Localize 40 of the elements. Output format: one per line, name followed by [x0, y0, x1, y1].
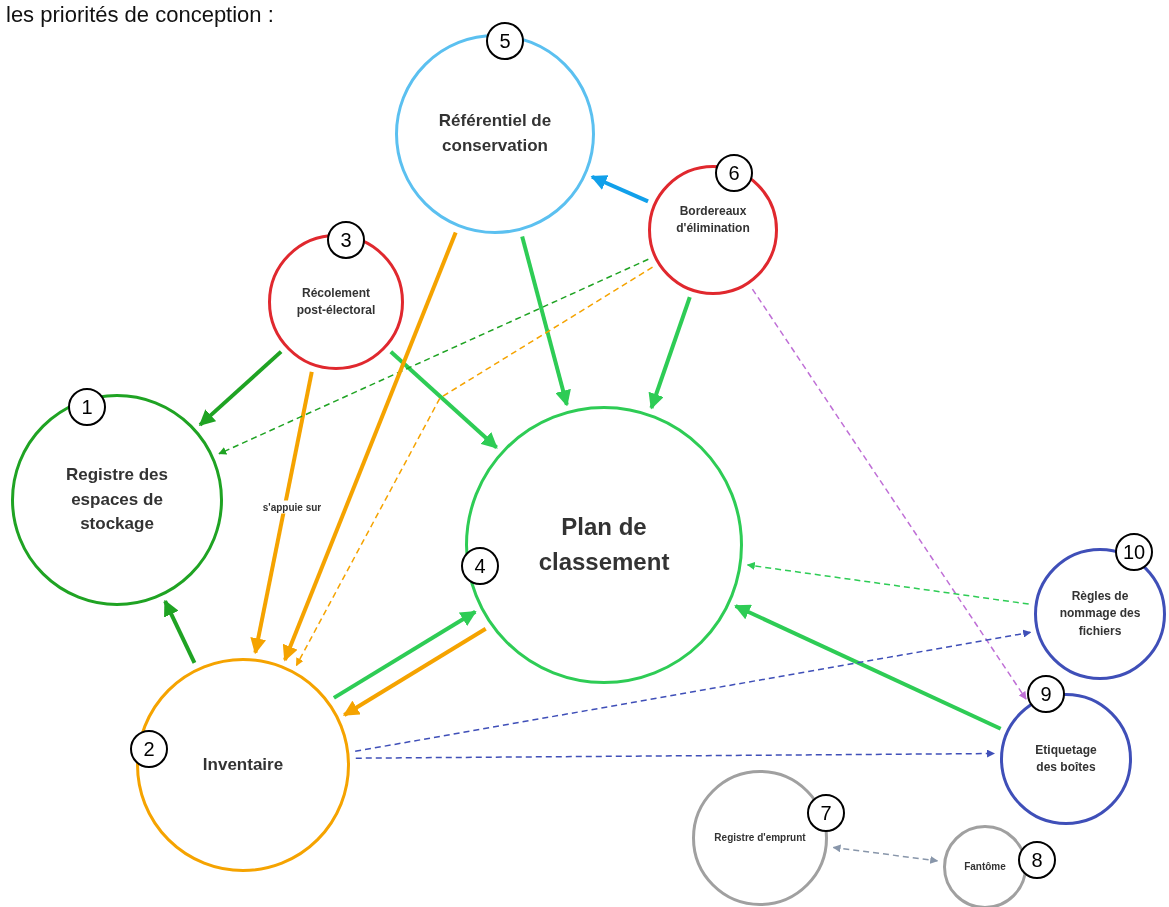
arrow	[648, 296, 692, 410]
number-badge: 3	[327, 221, 365, 259]
arrow	[590, 174, 649, 204]
arrow	[389, 350, 498, 450]
edge-label: s'appuie sur	[260, 500, 324, 514]
number-badge: 5	[486, 22, 524, 60]
arrow	[354, 629, 1032, 753]
node-label: Référentiel de conservation	[437, 110, 553, 157]
arrow	[282, 231, 458, 662]
arrow	[520, 235, 571, 407]
number-badge: 4	[461, 547, 499, 585]
number-badge: 9	[1027, 675, 1065, 713]
arrow	[355, 749, 996, 759]
number-badge: 2	[130, 730, 168, 768]
title: les priorités de conception :	[6, 2, 274, 28]
node-label: Registre d'emprunt	[714, 830, 806, 845]
number-badge: 8	[1018, 841, 1056, 879]
node-label: Etiquetage des boîtes	[1034, 741, 1098, 776]
number-badge: 1	[68, 388, 106, 426]
arrow	[163, 599, 197, 664]
node-label: Inventaire	[202, 753, 284, 776]
node-label: Plan de classement	[537, 512, 671, 577]
arrow	[332, 610, 477, 700]
arrow	[751, 288, 1027, 700]
number-badge: 7	[807, 794, 845, 832]
arrow	[250, 371, 314, 655]
arrow	[832, 844, 939, 864]
arrow	[218, 258, 650, 455]
node-label: Règles de nommage des fichiers	[1058, 587, 1142, 640]
arrow	[342, 627, 487, 717]
arrow	[734, 604, 1002, 731]
number-badge: 10	[1115, 533, 1153, 571]
node-label: Bordereaux d'élimination	[675, 202, 751, 237]
node-label: Récolement post-électoral	[295, 284, 377, 319]
node-label: Fantôme	[964, 859, 1006, 874]
number-badge: 6	[715, 154, 753, 192]
arrow	[198, 350, 283, 427]
node-label: Registre des espaces de stockage	[64, 464, 169, 536]
arrow	[746, 562, 1030, 605]
arrow	[295, 266, 654, 667]
